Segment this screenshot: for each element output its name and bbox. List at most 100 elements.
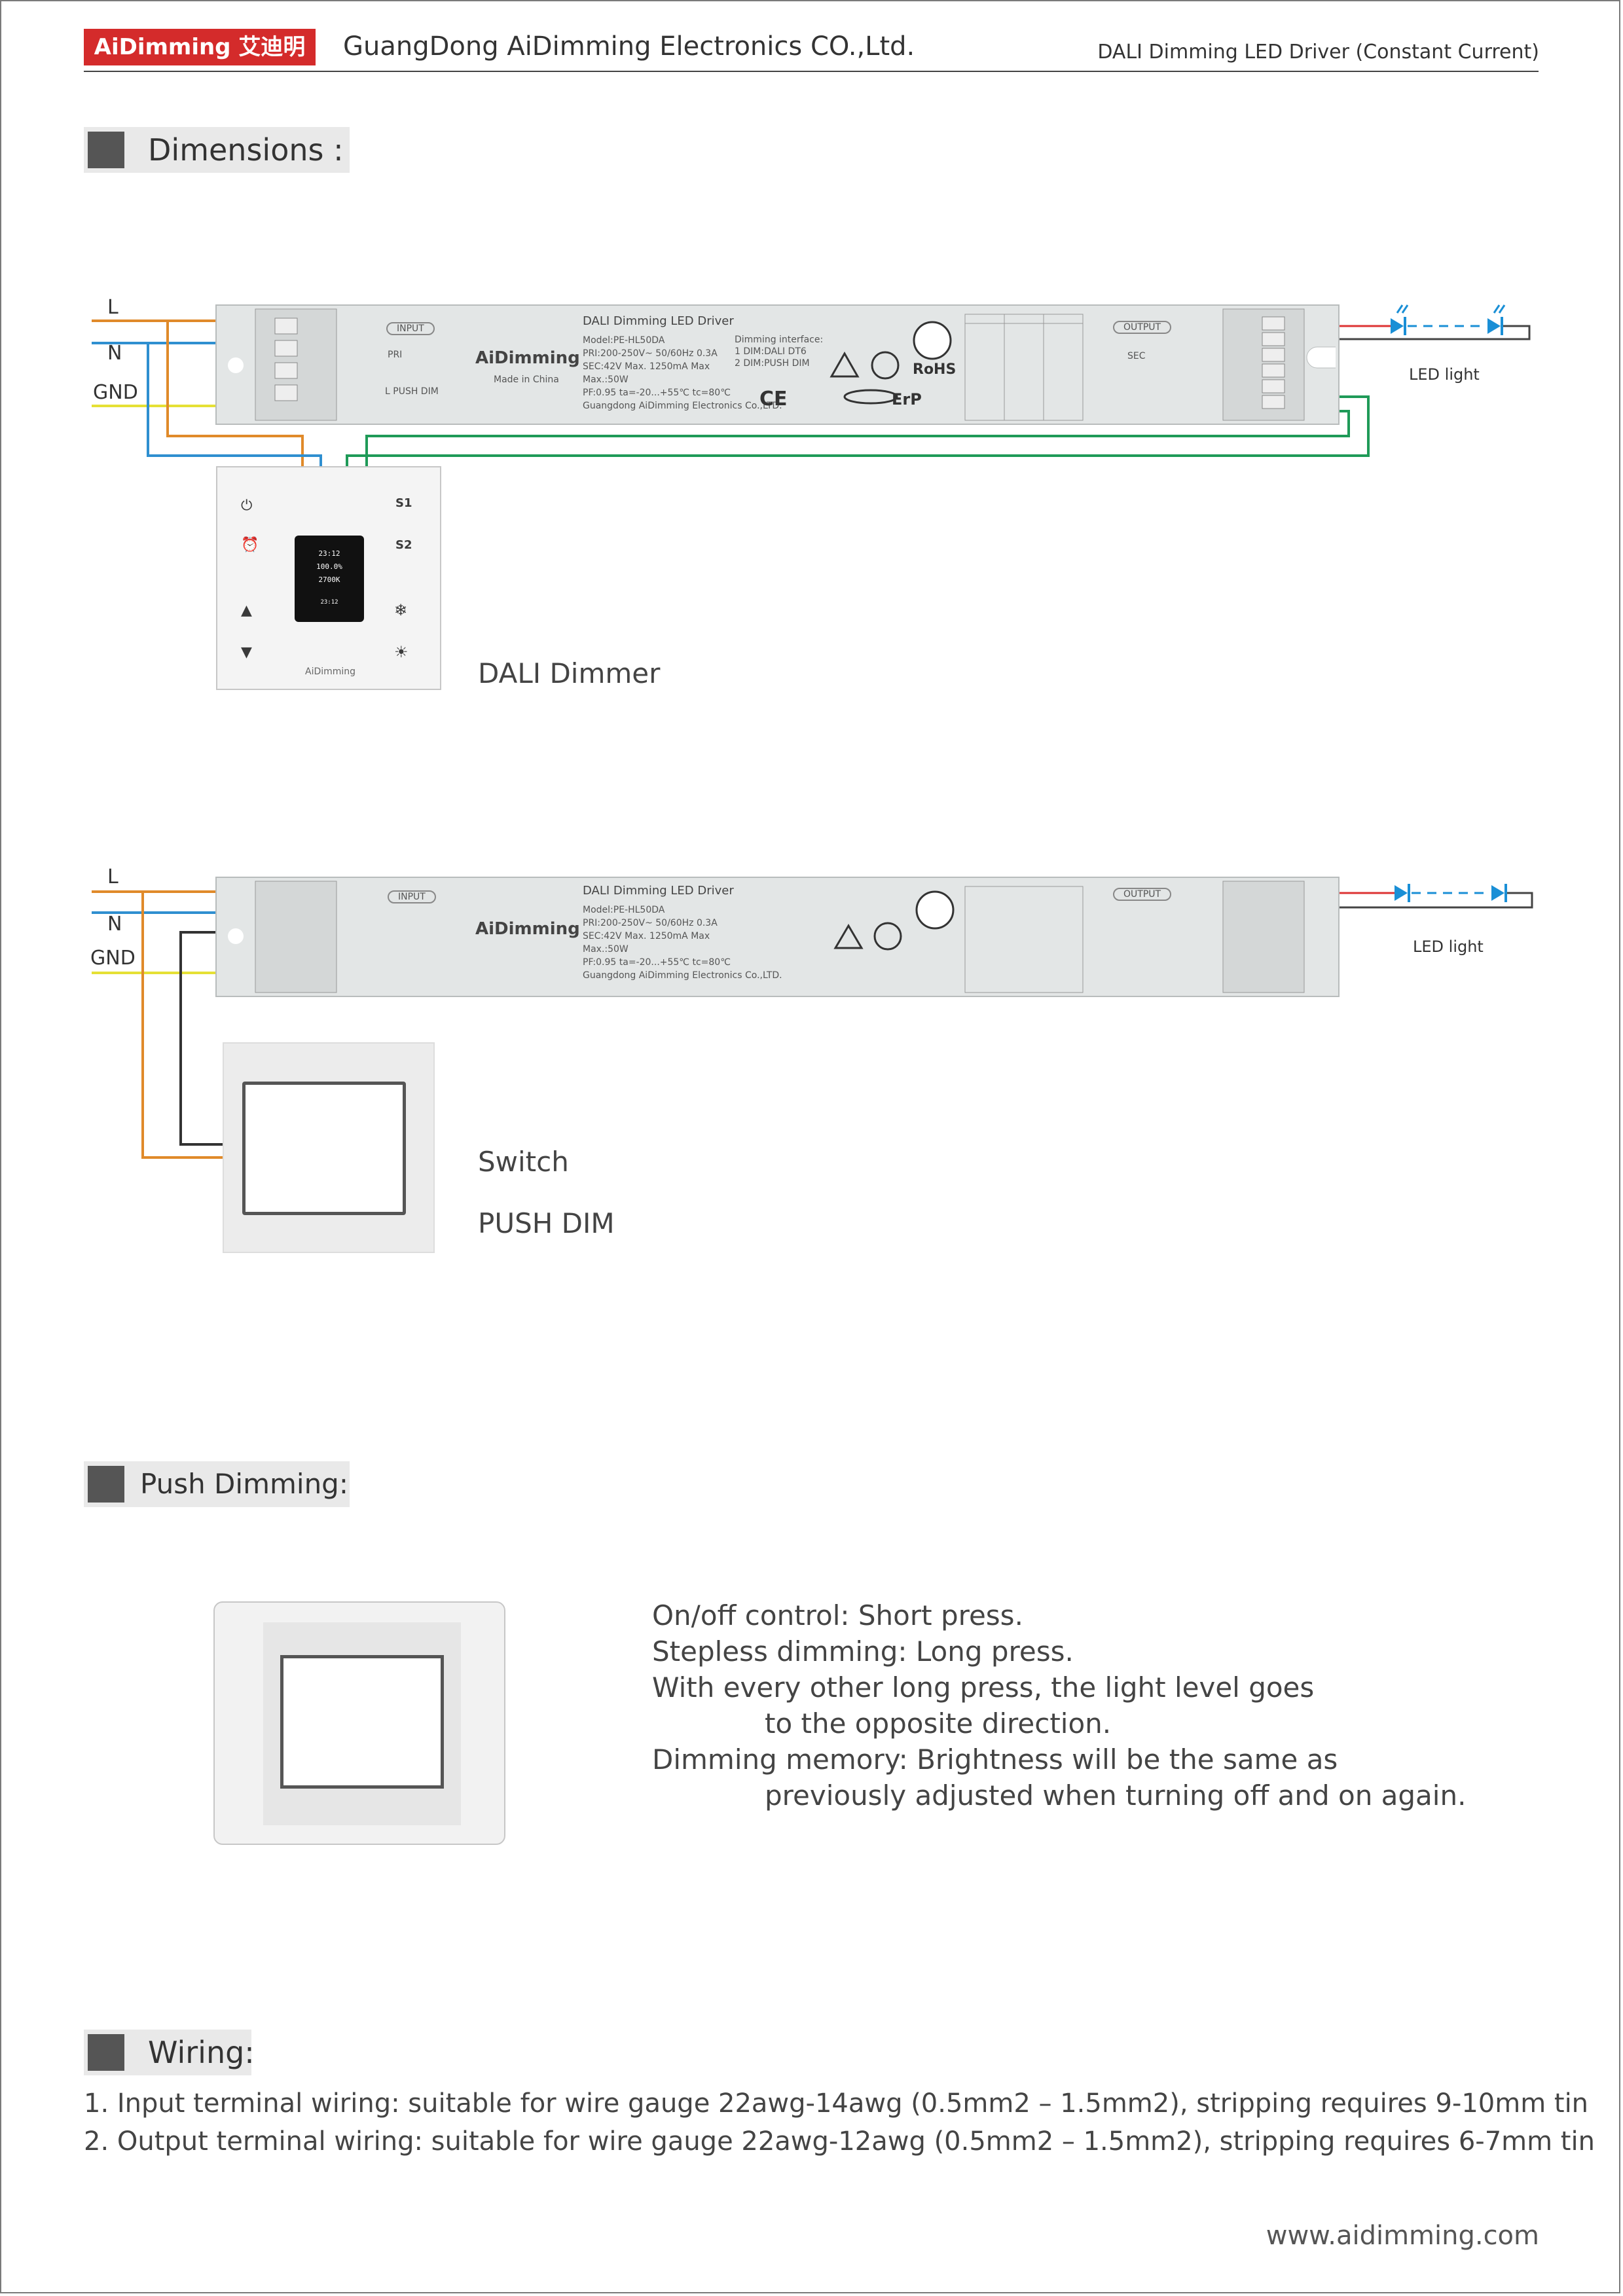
led-light-label: LED light: [1409, 365, 1480, 384]
switch-rocker: [280, 1655, 444, 1789]
spec-line: SEC:42V Max. 1250mA Max: [583, 931, 710, 941]
push-dim-caption: PUSH DIM: [478, 1207, 615, 1239]
power-icon[interactable]: ⏻: [241, 498, 253, 514]
output-terminal-block: [1222, 881, 1305, 993]
push-dim-label: L PUSH DIM: [385, 386, 439, 397]
timer-icon[interactable]: ⏰: [241, 537, 259, 553]
interface-line: 2 DIM:PUSH DIM: [735, 358, 810, 369]
driver-brand: AiDimming: [475, 919, 580, 939]
push-line: Dimming memory: Brightness will be the s…: [652, 1743, 1338, 1776]
push-line: to the opposite direction.: [765, 1707, 1112, 1740]
input-label: INPUT: [386, 322, 435, 335]
section-marker-icon: [88, 132, 124, 168]
driver-title: DALI Dimming LED Driver: [583, 884, 734, 898]
dimming-interface: Dimming interface: 1 DIM:DALI DT6 2 DIM:…: [735, 334, 823, 369]
website-url[interactable]: www.aidimming.com: [1266, 2221, 1539, 2251]
led-diode-icon: [1395, 884, 1507, 902]
mounting-hole-icon: [228, 357, 244, 373]
section-push-dimming: Push Dimming:: [84, 1461, 350, 1507]
driver-housing: [215, 304, 1340, 425]
output-label: OUTPUT: [1113, 888, 1172, 901]
spec-line: PF:0.95 ta=-20...+55℃ tc=80℃: [583, 388, 731, 398]
wiring-diagram-dali: [92, 304, 1531, 471]
input-terminal-block: [255, 881, 337, 993]
wiring-line-input: 1. Input terminal wiring: suitable for w…: [84, 2088, 1589, 2119]
wire-label-n: N: [107, 913, 122, 936]
switch-illustration: [213, 1601, 505, 1845]
spec-line: Guangdong AiDimming Electronics Co.,LTD.: [583, 401, 782, 411]
wiring-diagram-push: [92, 877, 1533, 1159]
section-title: Push Dimming:: [140, 1468, 348, 1500]
spec-line: Max.:50W: [583, 944, 629, 955]
push-line: With every other long press, the light l…: [652, 1671, 1315, 1704]
section-wiring: Wiring:: [84, 2030, 255, 2075]
push-line: Stepless dimming: Long press.: [652, 1635, 1074, 1667]
power-table: [964, 314, 1084, 421]
driver-housing: [215, 877, 1340, 997]
cert-icons: [830, 321, 952, 405]
s2-button[interactable]: S2: [395, 538, 412, 552]
cool-icon[interactable]: ❄: [394, 601, 408, 619]
driver-specs: Model:PE-HL50DA PRI:200-250V~ 50/60Hz 0.…: [583, 334, 782, 412]
switch-rocker[interactable]: [242, 1082, 406, 1215]
input-label: INPUT: [388, 890, 436, 903]
wire-label-gnd: GND: [93, 381, 138, 404]
erp-mark: ErP: [892, 390, 922, 409]
screen-cct: 2700K: [318, 575, 340, 584]
s1-button[interactable]: S1: [395, 496, 412, 510]
section-title: Dimensions :: [148, 132, 344, 168]
spec-line: Model:PE-HL50DA: [583, 905, 665, 915]
spec-line: Model:PE-HL50DA: [583, 335, 665, 346]
made-in-label: Made in China: [494, 374, 559, 385]
dimmer-brand: AiDimming: [305, 666, 356, 677]
screen-timer-on: 23:12: [320, 599, 338, 606]
push-switch[interactable]: [223, 1042, 435, 1253]
spec-line: Max.:50W: [583, 374, 629, 385]
mounting-slot-icon: [1306, 346, 1336, 369]
switch-caption: Switch: [478, 1146, 569, 1178]
led-diode-icon: [1391, 304, 1506, 335]
dimmer-screen: 23:12 100.0% 2700K 23:12: [295, 536, 364, 622]
section-title: Wiring:: [148, 2035, 255, 2070]
driver-title: DALI Dimming LED Driver: [583, 314, 734, 328]
brightness-icon[interactable]: ☀: [394, 643, 409, 661]
company-name: GuangDong AiDimming Electronics CO.,Ltd.: [343, 31, 915, 62]
brand-logo: AiDimming 艾迪明: [84, 29, 316, 65]
spec-line: PRI:200-250V~ 50/60Hz 0.3A: [583, 348, 718, 359]
wire-label-gnd: GND: [90, 947, 136, 970]
sec-label: SEC: [1127, 351, 1146, 361]
up-arrow-icon[interactable]: ▲: [241, 602, 252, 619]
section-marker-icon: [88, 1466, 124, 1503]
push-dimming-text: On/off control: Short press. Stepless di…: [652, 1597, 1466, 1813]
interface-line: Dimming interface:: [735, 335, 824, 345]
dali-dimmer-caption: DALI Dimmer: [478, 657, 661, 689]
wire-label-l: L: [107, 296, 119, 319]
interface-line: 1 DIM:DALI DT6: [735, 346, 807, 357]
down-arrow-icon[interactable]: ▼: [241, 644, 252, 661]
push-line: On/off control: Short press.: [652, 1599, 1023, 1631]
rohs-mark: RoHS: [913, 361, 957, 378]
section-marker-icon: [88, 2034, 124, 2071]
wire-label-n: N: [107, 342, 122, 365]
header-rule: [84, 71, 1539, 72]
wire-label-l: L: [107, 866, 119, 888]
spec-line: SEC:42V Max. 1250mA Max: [583, 361, 710, 372]
spec-line: Guangdong AiDimming Electronics Co.,LTD.: [583, 970, 782, 981]
driver-brand: AiDimming: [475, 348, 580, 368]
driver-specs: Model:PE-HL50DA PRI:200-250V~ 50/60Hz 0.…: [583, 903, 782, 982]
screen-time: 23:12: [318, 549, 340, 558]
push-line: previously adjusted when turning off and…: [765, 1779, 1467, 1812]
pri-label: PRI: [388, 350, 403, 360]
led-light-label: LED light: [1413, 938, 1484, 956]
wiring-line-output: 2. Output terminal wiring: suitable for …: [84, 2126, 1595, 2157]
spec-line: PF:0.95 ta=-20...+55℃ tc=80℃: [583, 957, 731, 968]
screen-level: 100.0%: [316, 562, 342, 571]
dali-dimmer-panel[interactable]: ⏻ ⏰ ▲ ▼ S1 S2 ❄ ☀ 23:12 100.0% 2700K 23:…: [216, 466, 441, 690]
spec-line: PRI:200-250V~ 50/60Hz 0.3A: [583, 918, 718, 928]
document-type: DALI Dimming LED Driver (Constant Curren…: [1097, 41, 1539, 64]
mounting-hole-icon: [228, 928, 244, 944]
ce-mark: CE: [759, 388, 788, 410]
section-dimensions: Dimensions :: [84, 127, 350, 173]
output-label: OUTPUT: [1113, 321, 1172, 334]
